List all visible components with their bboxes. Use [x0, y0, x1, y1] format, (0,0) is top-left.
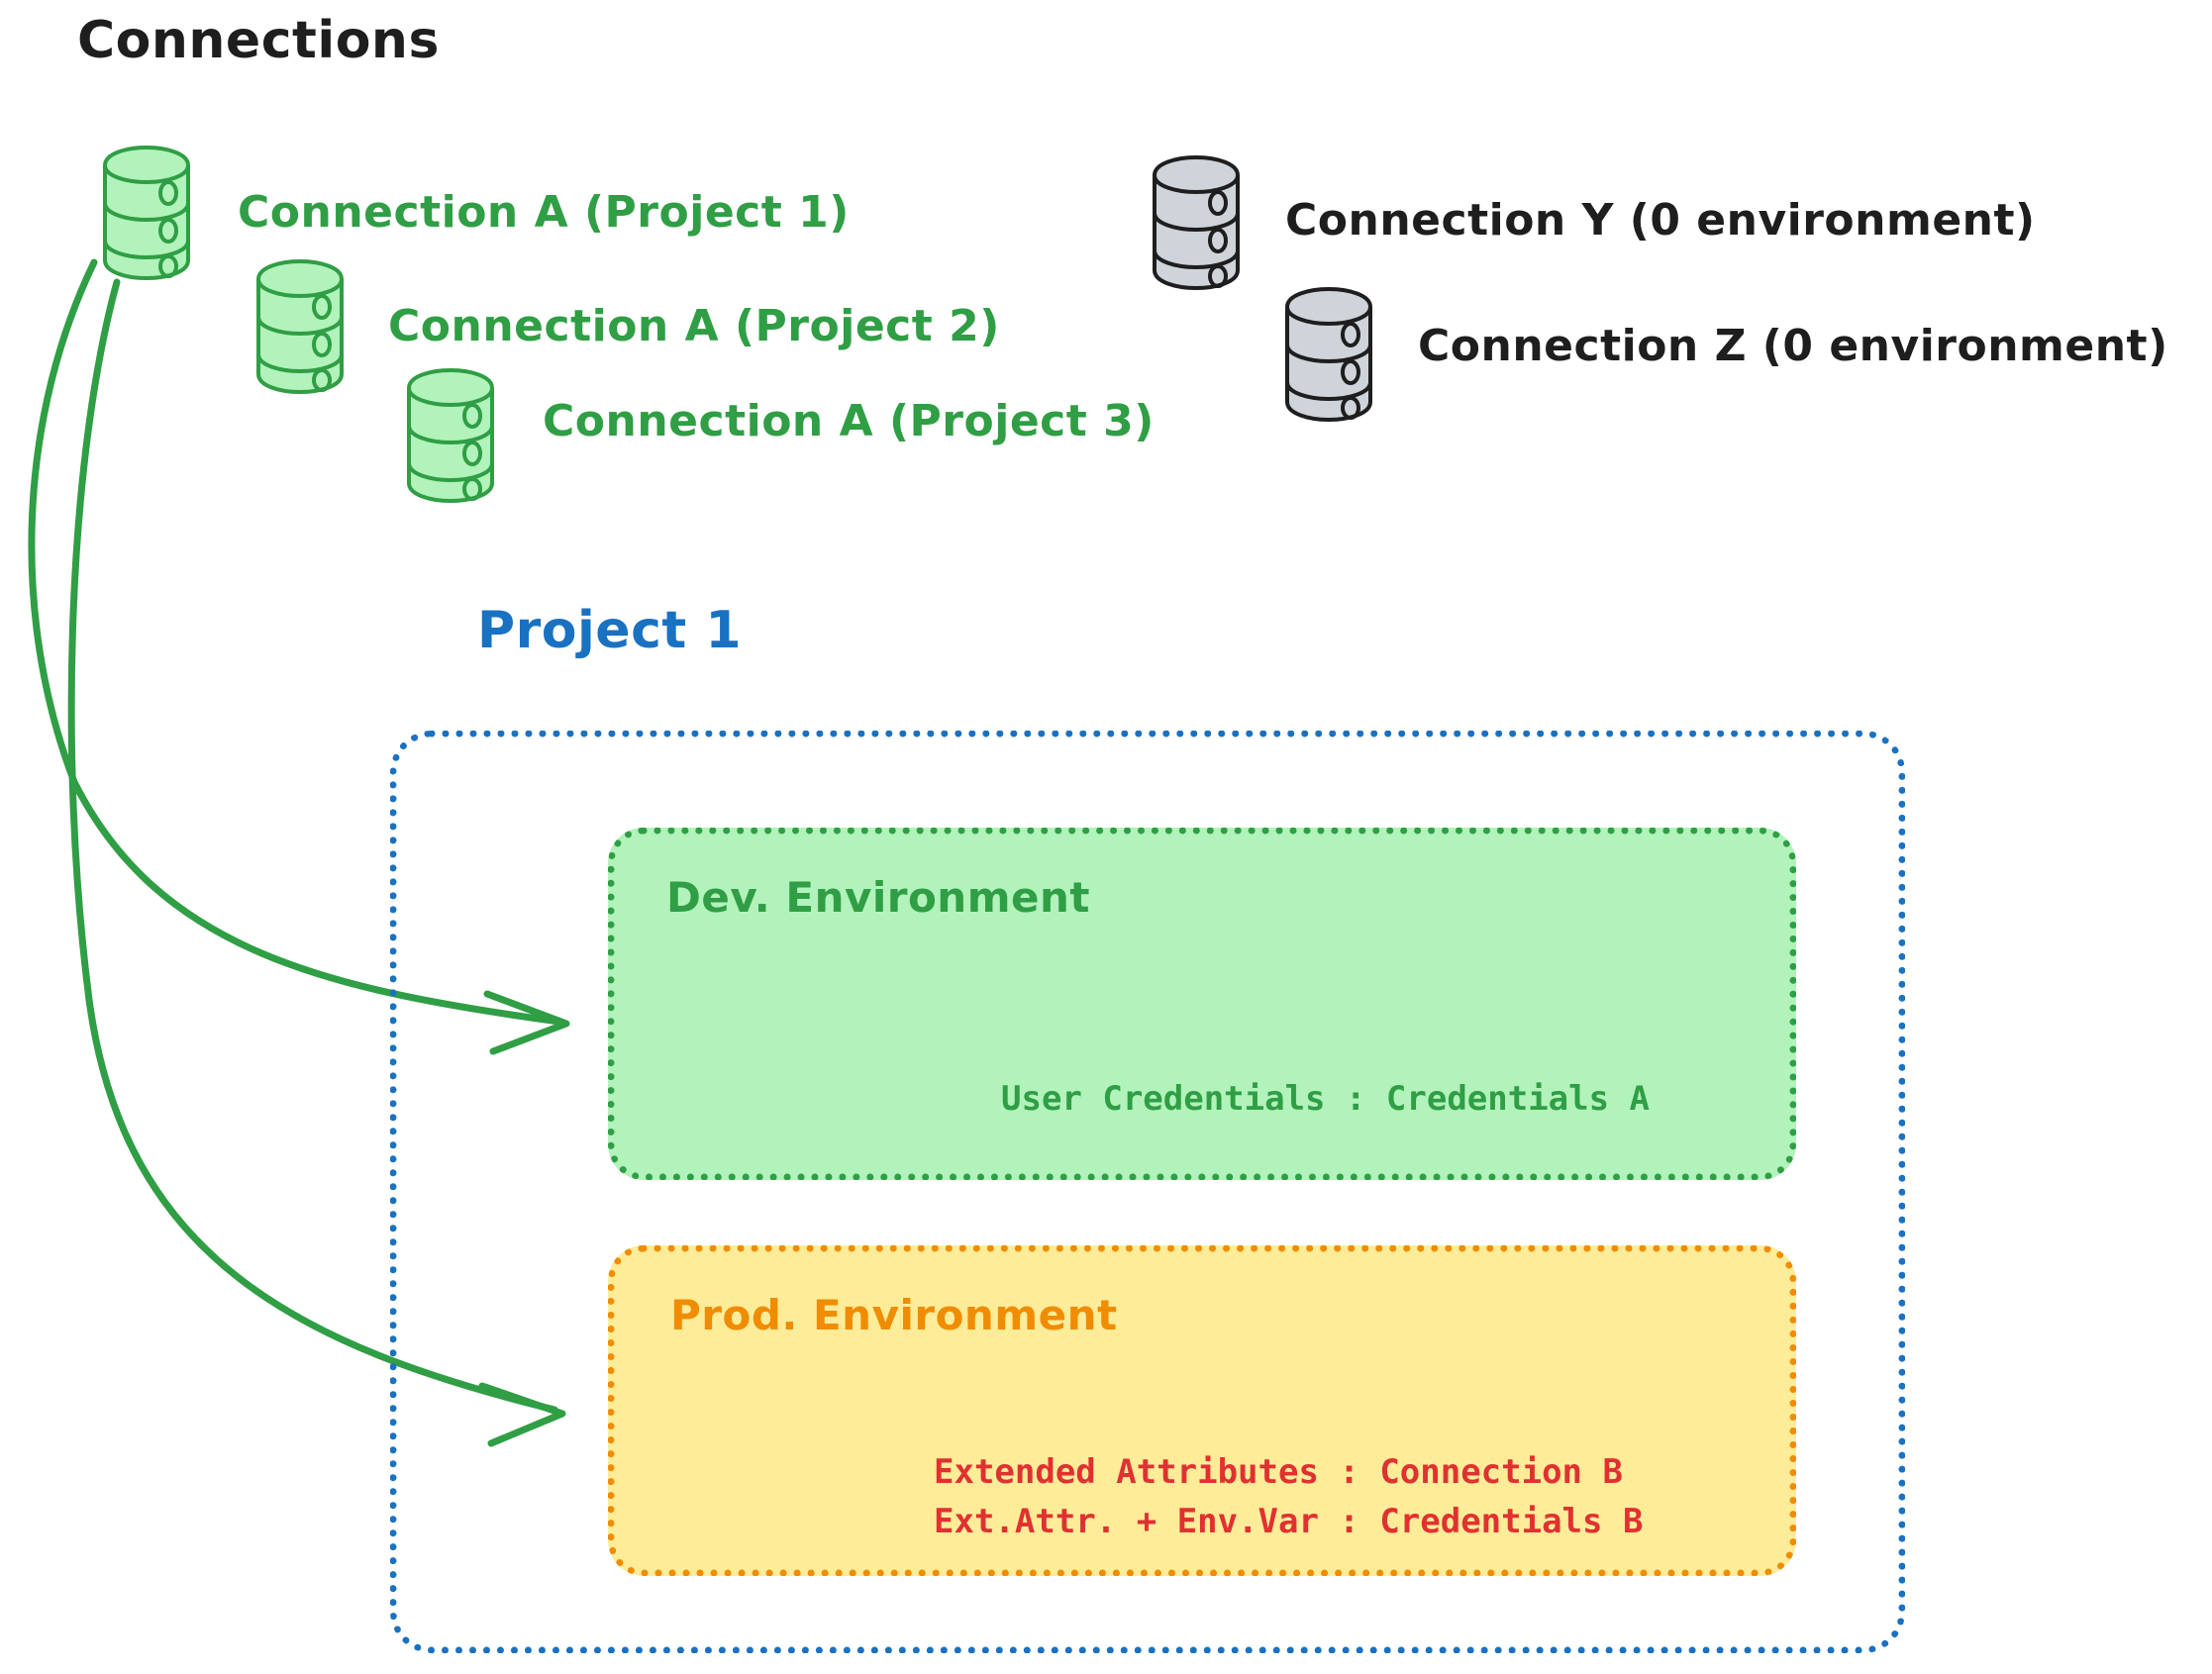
- connection-label-a-project-3: Connection A (Project 3): [543, 396, 1155, 446]
- environment-title-prod: Prod. Environment: [670, 1291, 1118, 1339]
- environment-row-dev-0: User Credentials : Credentials A: [1001, 1079, 1651, 1119]
- database-icon[interactable]: [97, 144, 196, 287]
- database-icon[interactable]: [251, 257, 350, 401]
- project-container: [390, 731, 1905, 1653]
- database-icon[interactable]: [401, 366, 500, 510]
- environment-title-dev: Dev. Environment: [666, 873, 1090, 922]
- database-icon[interactable]: [1279, 285, 1378, 429]
- database-icon[interactable]: [1147, 153, 1246, 297]
- connection-label-y: Connection Y (0 environment): [1285, 195, 2036, 246]
- environment-row-prod-0: Extended Attributes : Connection B: [934, 1452, 1623, 1492]
- page-title: Connections: [77, 11, 440, 70]
- connection-label-a-project-2: Connection A (Project 2): [388, 301, 1000, 351]
- connection-label-a-project-1: Connection A (Project 1): [238, 187, 850, 238]
- environment-box-prod[interactable]: Prod. Environment Extended Attributes : …: [608, 1245, 1796, 1576]
- project-title: Project 1: [477, 601, 743, 660]
- connection-label-z: Connection Z (0 environment): [1418, 321, 2168, 371]
- environment-row-prod-1: Ext.Attr. + Env.Var : Credentials B: [934, 1502, 1644, 1541]
- environment-box-dev[interactable]: Dev. Environment User Credentials : Cred…: [608, 828, 1796, 1180]
